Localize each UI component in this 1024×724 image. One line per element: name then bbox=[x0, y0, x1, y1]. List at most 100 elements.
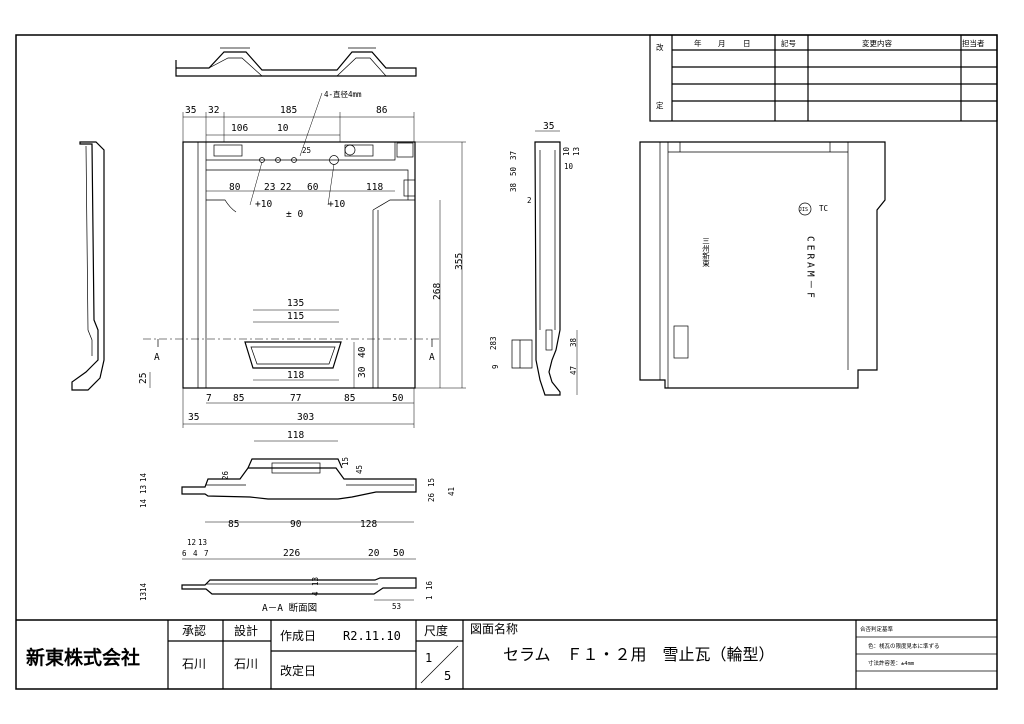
dim-7: 7 bbox=[206, 393, 212, 404]
plan-vertical-dimensions: 268 355 25 bbox=[138, 141, 466, 389]
dim-23: 23 bbox=[264, 182, 275, 193]
side-dim-35: 35 bbox=[543, 121, 554, 132]
dim-355: 355 bbox=[454, 253, 465, 270]
dim-30: 30 bbox=[357, 366, 368, 378]
created-date: R2.11.10 bbox=[343, 629, 401, 643]
revision-col-day: 日 bbox=[743, 39, 751, 48]
section-mark-right: A bbox=[429, 352, 435, 363]
sec-dim-7: 7 bbox=[204, 549, 209, 558]
approver-name: 石川 bbox=[182, 657, 206, 671]
criteria-color: 色：桟瓦の限度見本に準ずる bbox=[868, 642, 940, 650]
front-dim-90: 90 bbox=[290, 519, 302, 530]
tol-plus10-right: +10 bbox=[328, 199, 345, 210]
front-dim-26b: 26 bbox=[427, 492, 436, 502]
sec-dim-1: 1 bbox=[425, 595, 434, 600]
dim-77: 77 bbox=[290, 393, 301, 404]
maker-text: 三州新東 bbox=[701, 237, 710, 268]
criteria-title: 合否判定基準 bbox=[860, 625, 894, 633]
revision-col-year: 年 bbox=[694, 38, 702, 48]
front-dim-41: 41 bbox=[447, 487, 456, 496]
tc-mark: TC bbox=[819, 204, 828, 213]
dim-106: 106 bbox=[231, 123, 248, 134]
front-dim-26: 26 bbox=[221, 470, 230, 480]
dim-86: 86 bbox=[376, 105, 388, 116]
plan-bottom-dimensions: 7 85 77 85 50 35 303 bbox=[182, 388, 415, 428]
plan-hole-dimensions: 80 23 22 60 118 +10 ± 0 +10 bbox=[206, 161, 395, 220]
jis-mark-icon bbox=[798, 202, 812, 216]
side-dim-13: 13 bbox=[572, 147, 581, 156]
front-dim-15: 15 bbox=[341, 457, 350, 466]
design-label: 設計 bbox=[234, 623, 258, 638]
sec-dim-50: 50 bbox=[393, 548, 405, 559]
side-dim-50: 50 bbox=[509, 166, 518, 176]
sec-dim-14: 14 bbox=[139, 582, 148, 592]
front-dim-45: 45 bbox=[355, 465, 364, 474]
revision-col-month: 月 bbox=[718, 39, 726, 48]
dim-35-bottom: 35 bbox=[188, 412, 199, 423]
dim-10: 10 bbox=[277, 123, 289, 134]
back-view: 三州新東 CERAM－F JIS TC bbox=[639, 141, 886, 389]
dim-85-right: 85 bbox=[344, 393, 355, 404]
revision-col-mark: 記号 bbox=[781, 38, 796, 48]
revision-col-content: 変更内容 bbox=[862, 38, 892, 48]
sec-dim-12: 12 bbox=[187, 538, 196, 547]
side-dim-2: 2 bbox=[527, 196, 532, 205]
scale-denominator: 5 bbox=[444, 669, 451, 683]
dim-115: 115 bbox=[287, 311, 304, 322]
sec-dim-226: 226 bbox=[283, 548, 300, 559]
dim-80: 80 bbox=[229, 182, 241, 193]
sec-dim-6: 6 bbox=[182, 549, 187, 558]
dim-118-ring: 118 bbox=[287, 370, 304, 381]
drawing-name: セラム Ｆ１・２用 雪止瓦（輪型） bbox=[503, 645, 775, 664]
side-section-view: 35 10 13 10 37 50 38 2 9 283 38 47 bbox=[489, 121, 581, 396]
tol-plus10-left: +10 bbox=[255, 199, 272, 210]
dim-25-left: 25 bbox=[138, 373, 149, 384]
dim-25: 25 bbox=[302, 146, 311, 155]
section-mark-left: A bbox=[154, 352, 160, 363]
plan-view: A A 35 32 185 86 106 10 25 4-直径4mm 80 23 bbox=[138, 89, 466, 428]
dim-35: 35 bbox=[185, 105, 196, 116]
dim-32: 32 bbox=[208, 105, 219, 116]
dim-118: 118 bbox=[366, 182, 383, 193]
section-label: A－A 断面図 bbox=[262, 602, 317, 614]
sec-dim-13: 13 bbox=[198, 538, 207, 547]
dim-303: 303 bbox=[297, 412, 314, 423]
scale-numerator: 1 bbox=[425, 651, 432, 665]
sec-dim-20: 20 bbox=[368, 548, 380, 559]
title-block: 新東株式会社 承認 設計 石川 石川 作成日 R2.11.10 改定日 尺度 1… bbox=[16, 619, 997, 689]
front-dim-14: 14 bbox=[139, 472, 148, 482]
front-view: 118 15 45 26 14 13 14 26 15 41 85 90 128 bbox=[139, 430, 456, 530]
front-dim-128: 128 bbox=[360, 519, 377, 530]
dim-85-left: 85 bbox=[233, 393, 244, 404]
dim-268: 268 bbox=[432, 283, 443, 300]
revision-col-person: 担当者 bbox=[962, 38, 985, 48]
dim-40: 40 bbox=[357, 346, 368, 358]
created-label: 作成日 bbox=[280, 629, 316, 643]
left-side-profile bbox=[71, 141, 105, 391]
side-dim-38b: 38 bbox=[569, 337, 578, 347]
scale-label: 尺度 bbox=[424, 623, 448, 638]
top-profile-view bbox=[175, 47, 417, 77]
dim-60: 60 bbox=[307, 182, 319, 193]
tol-zero: ± 0 bbox=[286, 209, 303, 220]
side-dim-283: 283 bbox=[489, 336, 498, 350]
company-name: 新東株式会社 bbox=[26, 646, 140, 669]
product-text: CERAM－F bbox=[805, 236, 816, 301]
sec-dim-53: 53 bbox=[392, 602, 401, 611]
hole-note: 4-直径4mm bbox=[324, 89, 362, 99]
dim-22: 22 bbox=[280, 182, 291, 193]
front-dim-14b: 14 bbox=[139, 498, 148, 508]
sheet-border bbox=[15, 34, 998, 690]
side-dim-9: 9 bbox=[491, 364, 500, 369]
front-dim-85: 85 bbox=[228, 519, 239, 530]
side-dim-37: 37 bbox=[509, 151, 518, 160]
side-dim-10a: 10 bbox=[562, 146, 571, 156]
side-dim-10b: 10 bbox=[564, 162, 574, 171]
plan-top-dimensions: 35 32 185 86 106 10 25 4-直径4mm bbox=[182, 89, 415, 157]
revised-label: 改定日 bbox=[280, 663, 316, 678]
revision-table: 改 定 年 月 日 記号 変更内容 担当者 bbox=[649, 34, 998, 122]
sec-dim-4b: 4 bbox=[311, 591, 320, 596]
front-dim-118: 118 bbox=[287, 430, 304, 441]
dim-185: 185 bbox=[280, 105, 297, 116]
